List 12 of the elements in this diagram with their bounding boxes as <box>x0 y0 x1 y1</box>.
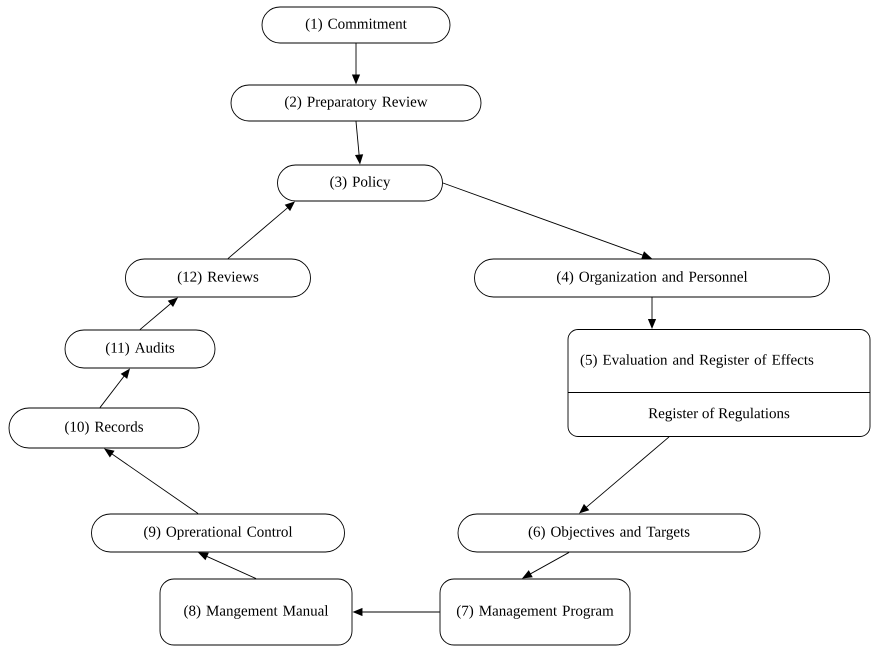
process-box: (2) Preparatory Review <box>230 84 482 122</box>
process-box: (5) Evaluation and Register of Effects Register of Regulations <box>568 329 870 437</box>
process-box: (9) Oprerational Control <box>91 514 345 552</box>
process-box: (12) Reviews <box>125 258 311 298</box>
process-box: (7) Management Program <box>440 578 630 646</box>
process-box: (4) Organization and Personnel <box>474 258 830 298</box>
process-box: (10) Records <box>8 408 200 448</box>
process-box: (1) Commitment <box>262 6 450 44</box>
process-box: (3) Policy <box>277 164 443 202</box>
process-box: (6) Objectives and Targets <box>458 514 760 552</box>
process-box: (8) Mangement Manual <box>160 578 352 646</box>
process-box: (11) Audits <box>64 330 216 368</box>
